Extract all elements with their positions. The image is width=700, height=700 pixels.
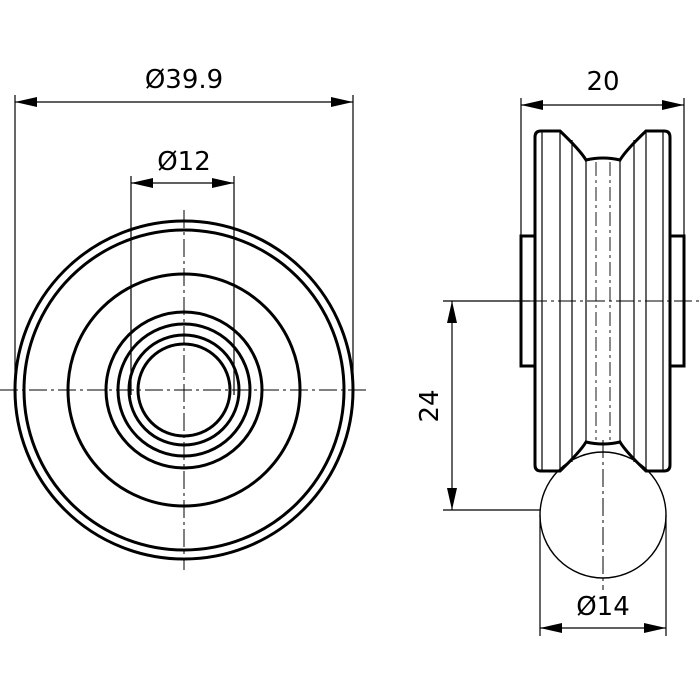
- outer-diameter-label: Ø39.9: [145, 65, 223, 95]
- side-view: 20 24 Ø14: [415, 67, 700, 636]
- outer-dia-arrow-right: [331, 97, 353, 107]
- rod-dia-arrow-right: [644, 623, 666, 633]
- front-view: Ø39.9 Ø12: [0, 65, 368, 570]
- rod-diameter-label: Ø14: [576, 592, 630, 622]
- center-height-label: 24: [415, 389, 445, 422]
- bore-dia-arrow-right: [212, 178, 234, 188]
- width-label: 20: [586, 67, 619, 97]
- rod-dia-arrow-left: [540, 623, 562, 633]
- width-arrow-right: [662, 100, 684, 110]
- height-arrow-bottom: [447, 488, 457, 510]
- wheel-profile: [533, 129, 672, 473]
- bore-dia-arrow-left: [131, 178, 153, 188]
- height-arrow-top: [447, 301, 457, 323]
- width-arrow-left: [521, 100, 543, 110]
- outer-dia-arrow-left: [15, 97, 37, 107]
- bore-diameter-label: Ø12: [157, 147, 211, 177]
